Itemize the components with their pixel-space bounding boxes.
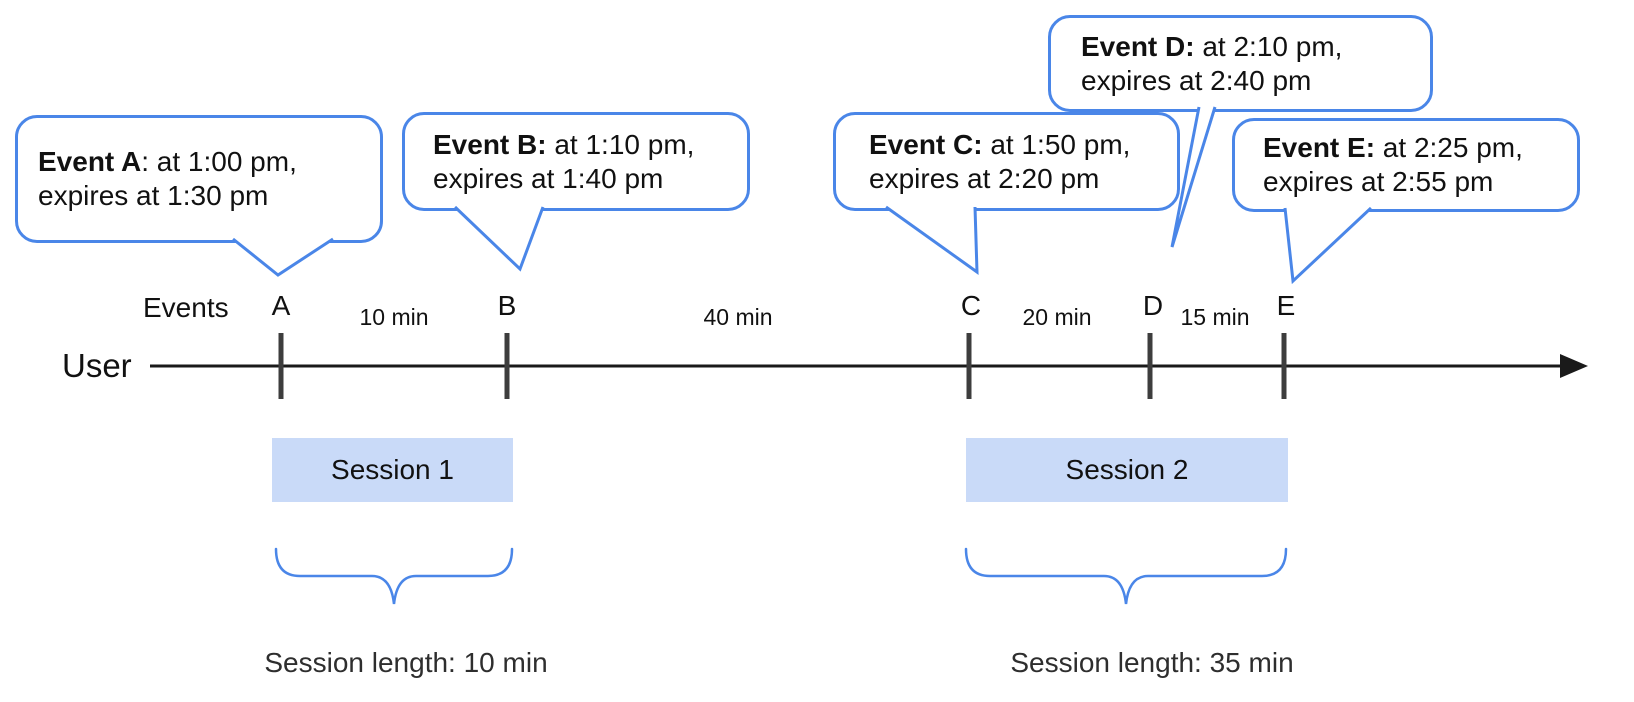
event-b-callout-line1: Event B: at 1:10 pm,: [433, 128, 747, 162]
event-b-time: at 1:10 pm,: [546, 128, 695, 160]
event-mark-c: C: [960, 290, 982, 321]
event-a-expiry: expires at 1:30 pm: [38, 180, 269, 211]
timeline-arrowhead-icon: [1560, 354, 1588, 378]
event-c-callout-line1: Event C: at 1:50 pm,: [869, 128, 1177, 162]
event-b-callout-tail: [453, 205, 545, 272]
event-mark-b: B: [497, 290, 517, 321]
session-2-length-label: Session length: 35 min: [1010, 647, 1294, 678]
interval-c-d-label: 20 min: [1022, 304, 1092, 330]
event-c-callout: Event C: at 1:50 pm, expires at 2:20 pm: [833, 112, 1180, 211]
session-2-box: Session 2: [966, 438, 1288, 502]
event-c-expiry: expires at 2:20 pm: [869, 162, 1100, 194]
event-c-time: at 1:50 pm,: [982, 128, 1131, 160]
event-d-callout-line1: Event D: at 2:10 pm,: [1081, 30, 1430, 64]
event-b-expiry: expires at 1:40 pm: [433, 162, 664, 194]
event-a-title: Event A: [38, 146, 142, 177]
session-1-brace: [274, 547, 514, 605]
event-e-callout: Event E: at 2:25 pm, expires at 2:55 pm: [1232, 118, 1580, 212]
event-mark-e: E: [1276, 290, 1296, 321]
user-lane-label: User: [62, 347, 132, 384]
event-a-callout: Event A: at 1:00 pm, expires at 1:30 pm: [15, 115, 383, 243]
event-e-title: Event E:: [1263, 132, 1376, 163]
event-d-title: Event D:: [1081, 30, 1195, 62]
interval-d-e-label: 15 min: [1180, 304, 1250, 330]
event-e-time: at 2:25 pm,: [1375, 132, 1523, 163]
event-d-expiry: expires at 2:40 pm: [1081, 64, 1312, 96]
event-b-callout: Event B: at 1:10 pm, expires at 1:40 pm: [402, 112, 750, 211]
interval-a-b-label: 10 min: [359, 304, 429, 330]
session-1-box: Session 1: [272, 438, 513, 502]
session-2-label: Session 2: [1065, 454, 1189, 485]
session-1-label: Session 1: [331, 454, 454, 485]
event-e-callout-tail: [1283, 206, 1373, 285]
session-1-length-label: Session length: 10 min: [264, 647, 548, 678]
event-a-callout-tail: [232, 237, 334, 277]
event-b-title: Event B:: [433, 128, 547, 160]
event-a-callout-line1: Event A: at 1:00 pm,: [38, 145, 380, 179]
event-d-callout: Event D: at 2:10 pm, expires at 2:40 pm: [1048, 15, 1433, 112]
event-mark-a: A: [271, 290, 291, 321]
interval-b-c-label: 40 min: [703, 304, 773, 330]
event-e-callout-line1: Event E: at 2:25 pm,: [1263, 131, 1577, 165]
event-e-expiry: expires at 2:55 pm: [1263, 166, 1494, 197]
event-mark-d: D: [1142, 290, 1164, 321]
events-axis-label: Events: [143, 292, 229, 323]
event-c-callout-tail: [885, 205, 979, 275]
session-2-brace: [964, 547, 1288, 605]
event-a-time: : at 1:00 pm,: [141, 146, 297, 177]
event-d-time: at 2:10 pm,: [1194, 30, 1343, 62]
event-c-title: Event C:: [869, 128, 983, 160]
